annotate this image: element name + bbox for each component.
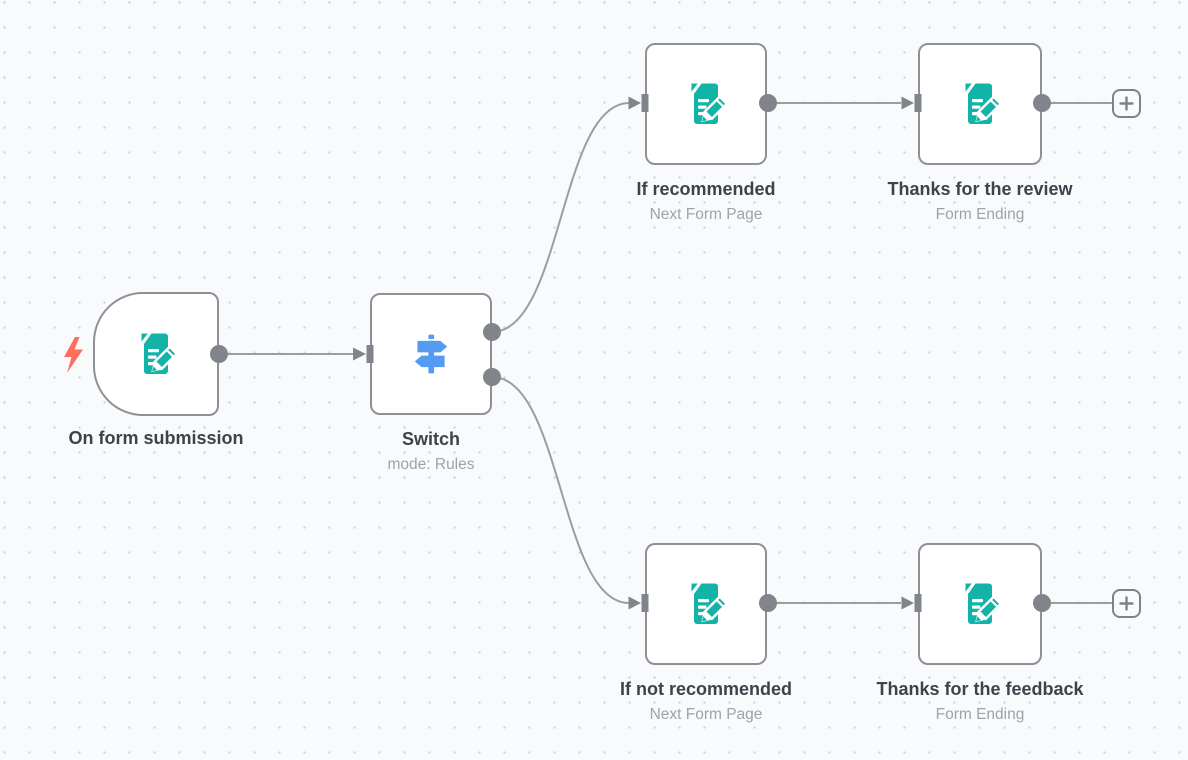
- form-pencil-icon: [965, 583, 1003, 624]
- node-subtitle: Form Ending: [935, 705, 1025, 723]
- node-title: If recommended: [636, 179, 776, 199]
- node-subtitle: mode: Rules: [387, 455, 475, 473]
- node-title: If not recommended: [619, 679, 793, 699]
- node-label-on-form-submission: On form submission: [0, 428, 326, 450]
- node-subtitle: Form Ending: [935, 205, 1025, 223]
- node-thanks-review[interactable]: [918, 43, 1042, 165]
- form-pencil-icon: [691, 83, 729, 124]
- arrowhead-icon: [353, 347, 366, 361]
- arrowhead-icon: [901, 96, 914, 110]
- node-thanks-feedback[interactable]: [918, 543, 1042, 665]
- connection-if-not-recommended-to-thanks-feedback[interactable]: [768, 596, 914, 610]
- arrowhead-icon: [628, 596, 641, 610]
- node-label-if-not-recommended: If not recommended Next Form Page: [536, 679, 876, 724]
- add-node-button-top[interactable]: [1112, 89, 1141, 118]
- node-label-thanks-feedback: Thanks for the feedback Form Ending: [810, 679, 1150, 724]
- node-label-if-recommended: If recommended Next Form Page: [536, 179, 876, 224]
- form-pencil-icon: [691, 583, 729, 624]
- arrowhead-icon: [901, 596, 914, 610]
- node-if-recommended[interactable]: [645, 43, 767, 165]
- form-pencil-icon: [965, 83, 1003, 124]
- node-label-thanks-review: Thanks for the review Form Ending: [810, 179, 1150, 224]
- arrowhead-icon: [628, 96, 641, 110]
- node-label-switch: Switch mode: Rules: [261, 429, 601, 474]
- node-title: Thanks for the review: [887, 179, 1073, 199]
- node-subtitle: Next Form Page: [649, 705, 763, 723]
- node-subtitle: Next Form Page: [649, 205, 763, 223]
- node-if-not-recommended[interactable]: [645, 543, 767, 665]
- node-title: Thanks for the feedback: [876, 679, 1084, 699]
- connection-trigger-to-switch[interactable]: [219, 347, 366, 361]
- plus-icon: [1119, 96, 1134, 111]
- signpost-icon: [414, 334, 448, 374]
- plus-icon: [1119, 596, 1134, 611]
- node-title: Switch: [401, 429, 460, 449]
- node-title: On form submission: [68, 428, 244, 448]
- form-pencil-icon: [141, 333, 179, 374]
- node-switch[interactable]: [370, 293, 492, 415]
- connection-if-recommended-to-thanks-review[interactable]: [768, 96, 914, 110]
- lightning-trigger-icon: [64, 337, 83, 373]
- connection-switch-to-if-not-recommended[interactable]: [491, 376, 641, 610]
- add-node-button-bottom[interactable]: [1112, 589, 1141, 618]
- node-on-form-submission[interactable]: [93, 292, 219, 416]
